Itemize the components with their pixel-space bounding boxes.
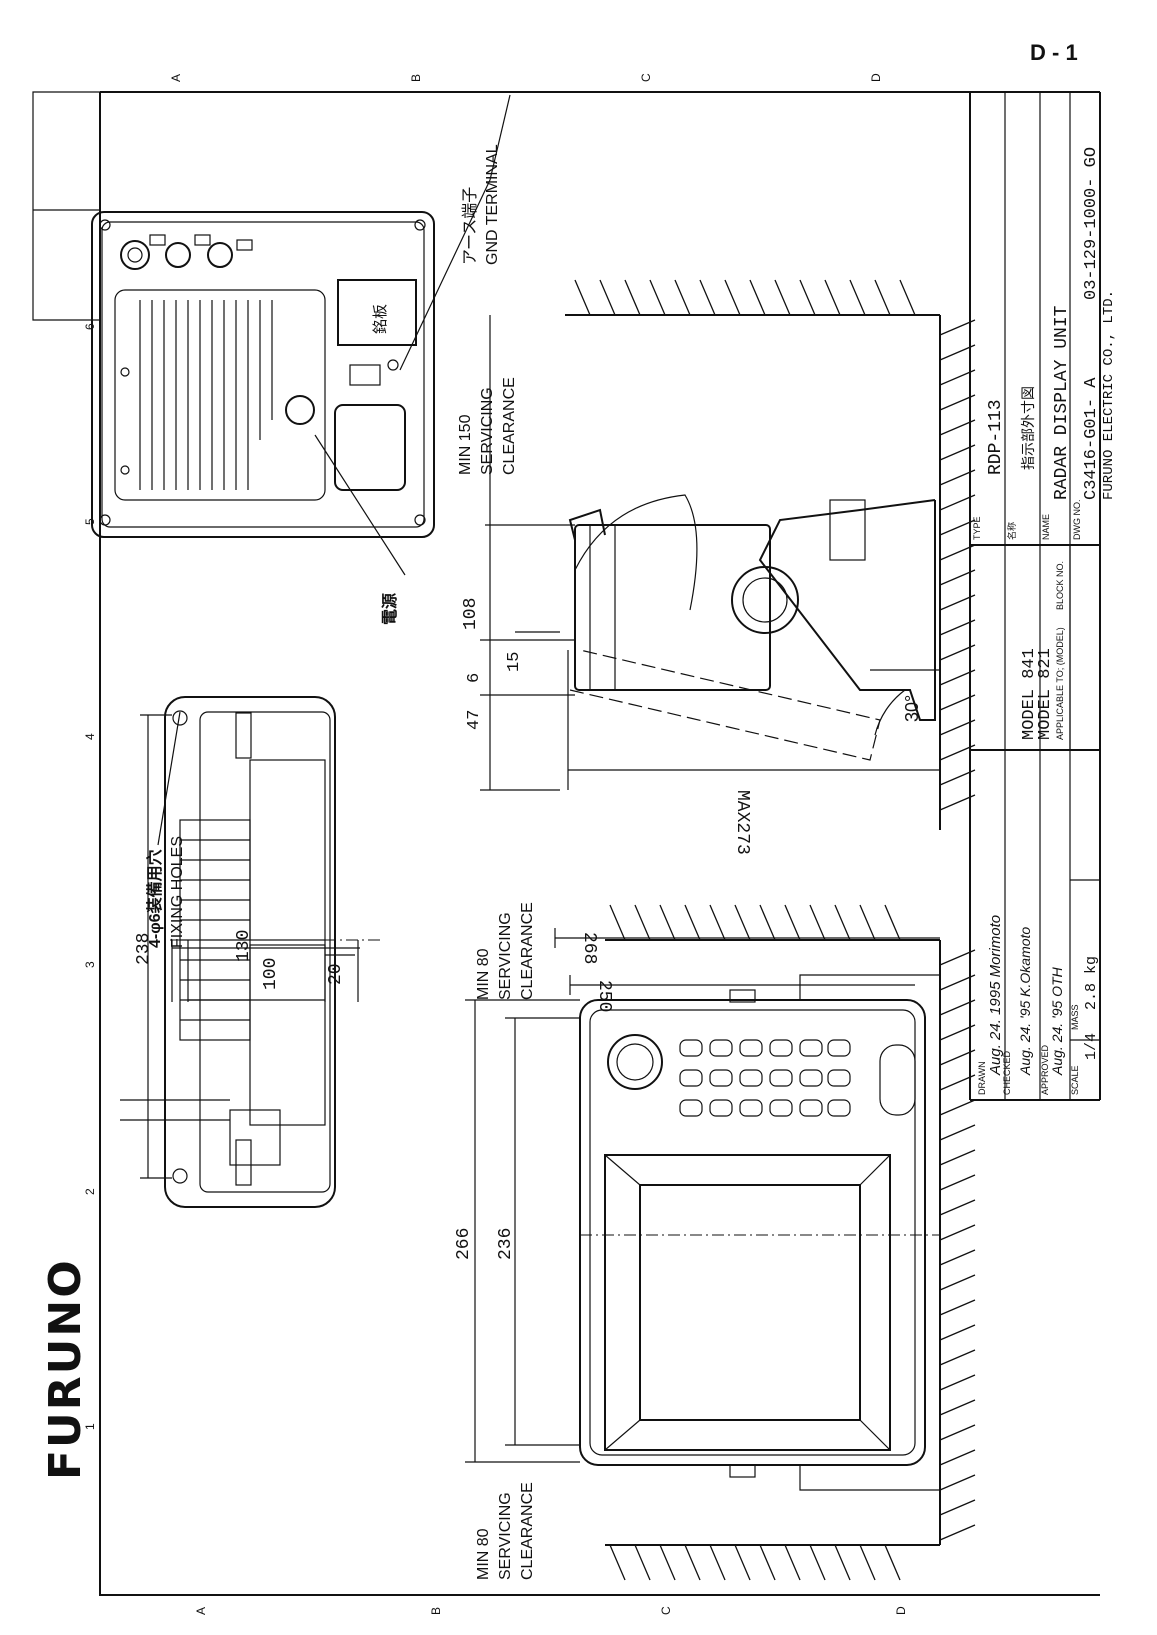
svg-text:TYPE: TYPE (972, 516, 982, 540)
svg-text:238: 238 (134, 933, 154, 965)
svg-text:MODEL 821: MODEL 821 (1036, 648, 1055, 740)
svg-text:CLEARANCE: CLEARANCE (519, 1482, 536, 1580)
svg-text:C: C (639, 73, 653, 82)
gnd-leader (399, 179, 491, 371)
rear-view: 銘板 (91, 211, 435, 538)
svg-text:1: 1 (83, 1423, 97, 1430)
svg-text:SERVICING: SERVICING (497, 912, 514, 1000)
furuno-logo: FURUNO (40, 1258, 91, 1480)
clearance-top: MIN 150 (457, 414, 474, 475)
svg-text:RDP-113: RDP-113 (986, 399, 1006, 475)
title-block-text: TYPE RDP-113 名称 指示部外寸図 NAME RADAR DISPLA… (972, 147, 1117, 1095)
svg-text:D: D (894, 1606, 908, 1615)
svg-text:D: D (869, 73, 883, 82)
svg-text:MODEL 841: MODEL 841 (1020, 648, 1039, 740)
dim-front: 266 236 268 250 (454, 928, 940, 1463)
svg-text:A: A (169, 74, 183, 82)
nameplate-label: 銘板 (371, 304, 389, 334)
svg-text:CHECKED: CHECKED (1002, 1050, 1012, 1095)
svg-text:B: B (429, 1607, 443, 1615)
svg-text:108: 108 (461, 598, 481, 630)
svg-text:3: 3 (83, 961, 97, 968)
svg-text:4: 4 (83, 733, 97, 740)
fixing-holes-label: FIXING HOLES (169, 836, 186, 948)
svg-text:MIN 80: MIN 80 (475, 1528, 492, 1580)
svg-text:名称: 名称 (1006, 522, 1017, 540)
dim-side: 108 6 15 47 MAX273 (461, 315, 940, 855)
svg-text:130: 130 (234, 930, 254, 962)
front-view (579, 904, 976, 1581)
title-block (969, 92, 1101, 1101)
svg-text:CLEARANCE: CLEARANCE (519, 902, 536, 1000)
dim-130-100-20: 130 100 20 (171, 930, 360, 1002)
svg-text:B: B (409, 74, 423, 82)
svg-text:6: 6 (465, 673, 484, 683)
power-label-jp: 電源 (380, 593, 399, 625)
svg-text:APPLICABLE TO; (MODEL): APPLICABLE TO; (MODEL) (1055, 627, 1065, 740)
clearance-right: MIN 80 SERVICING CLEARANCE (475, 902, 536, 1000)
svg-text:6: 6 (83, 323, 97, 330)
svg-text:A: A (194, 1607, 208, 1615)
clearance-left: MIN 80 SERVICING CLEARANCE (475, 1482, 536, 1580)
svg-text:100: 100 (261, 958, 281, 990)
svg-text:2: 2 (83, 1188, 97, 1195)
svg-text:NAME: NAME (1041, 514, 1051, 540)
svg-text:指示部外寸図: 指示部外寸図 (1020, 386, 1036, 470)
sheet-border (99, 91, 1100, 1596)
svg-text:DWG NO.: DWG NO. (1072, 500, 1082, 541)
svg-text:266: 266 (454, 1228, 474, 1260)
power-leader (314, 434, 406, 576)
svg-text:5: 5 (83, 518, 97, 525)
svg-text:SERVICING: SERVICING (479, 387, 496, 475)
svg-text:MAX273: MAX273 (732, 790, 752, 855)
revision-box (32, 91, 101, 321)
svg-text:Aug. 24. '95 K.Okamoto: Aug. 24. '95 K.Okamoto (1017, 927, 1033, 1076)
fixing-holes-jp: 4-φ6装備用穴 (145, 849, 164, 948)
svg-text:SERVICING: SERVICING (497, 1492, 514, 1580)
svg-text:15: 15 (505, 652, 524, 672)
svg-text:30°: 30° (902, 695, 922, 722)
gnd-terminal-jp: アース端子 (461, 187, 479, 265)
svg-text:Aug. 24. 1995 Morimoto: Aug. 24. 1995 Morimoto (987, 915, 1004, 1076)
svg-text:MASS: MASS (1070, 1004, 1080, 1030)
svg-text:FURUNO ELECTRIC CO., LTD.: FURUNO ELECTRIC CO., LTD. (1101, 290, 1117, 500)
svg-text:Aug. 24. '95 OTH: Aug. 24. '95 OTH (1049, 966, 1065, 1076)
svg-text:C3416-G01- A: C3416-G01- A (1082, 377, 1101, 500)
svg-text:03-129-1000- GO: 03-129-1000- GO (1082, 147, 1101, 300)
svg-text:CLEARANCE: CLEARANCE (501, 377, 518, 475)
svg-text:47: 47 (465, 710, 484, 730)
svg-text:2.8 kg: 2.8 kg (1083, 956, 1100, 1010)
svg-text:236: 236 (496, 1228, 516, 1260)
svg-text:SCALE: SCALE (1070, 1065, 1080, 1095)
svg-text:MIN 80: MIN 80 (475, 948, 492, 1000)
svg-text:DRAWN: DRAWN (977, 1061, 987, 1095)
svg-text:BLOCK NO.: BLOCK NO. (1055, 561, 1065, 610)
svg-text:C: C (659, 1606, 673, 1615)
svg-text:268: 268 (579, 932, 599, 964)
dim-238: 238 (134, 714, 172, 1179)
svg-text:20: 20 (326, 963, 346, 985)
page-label: D - 1 (1030, 40, 1078, 65)
bottom-view (120, 696, 380, 1208)
svg-text:APPROVED: APPROVED (1040, 1044, 1050, 1095)
gnd-terminal-label: GND TERMINAL (484, 144, 501, 265)
zone-markers: A B C D A B C D 1 2 3 4 5 6 (83, 73, 908, 1615)
svg-text:1/4: 1/4 (1083, 1033, 1100, 1060)
side-view: 30° (565, 279, 976, 830)
svg-text:250: 250 (594, 980, 614, 1012)
svg-text:RADAR DISPLAY UNIT: RADAR DISPLAY UNIT (1052, 305, 1072, 500)
